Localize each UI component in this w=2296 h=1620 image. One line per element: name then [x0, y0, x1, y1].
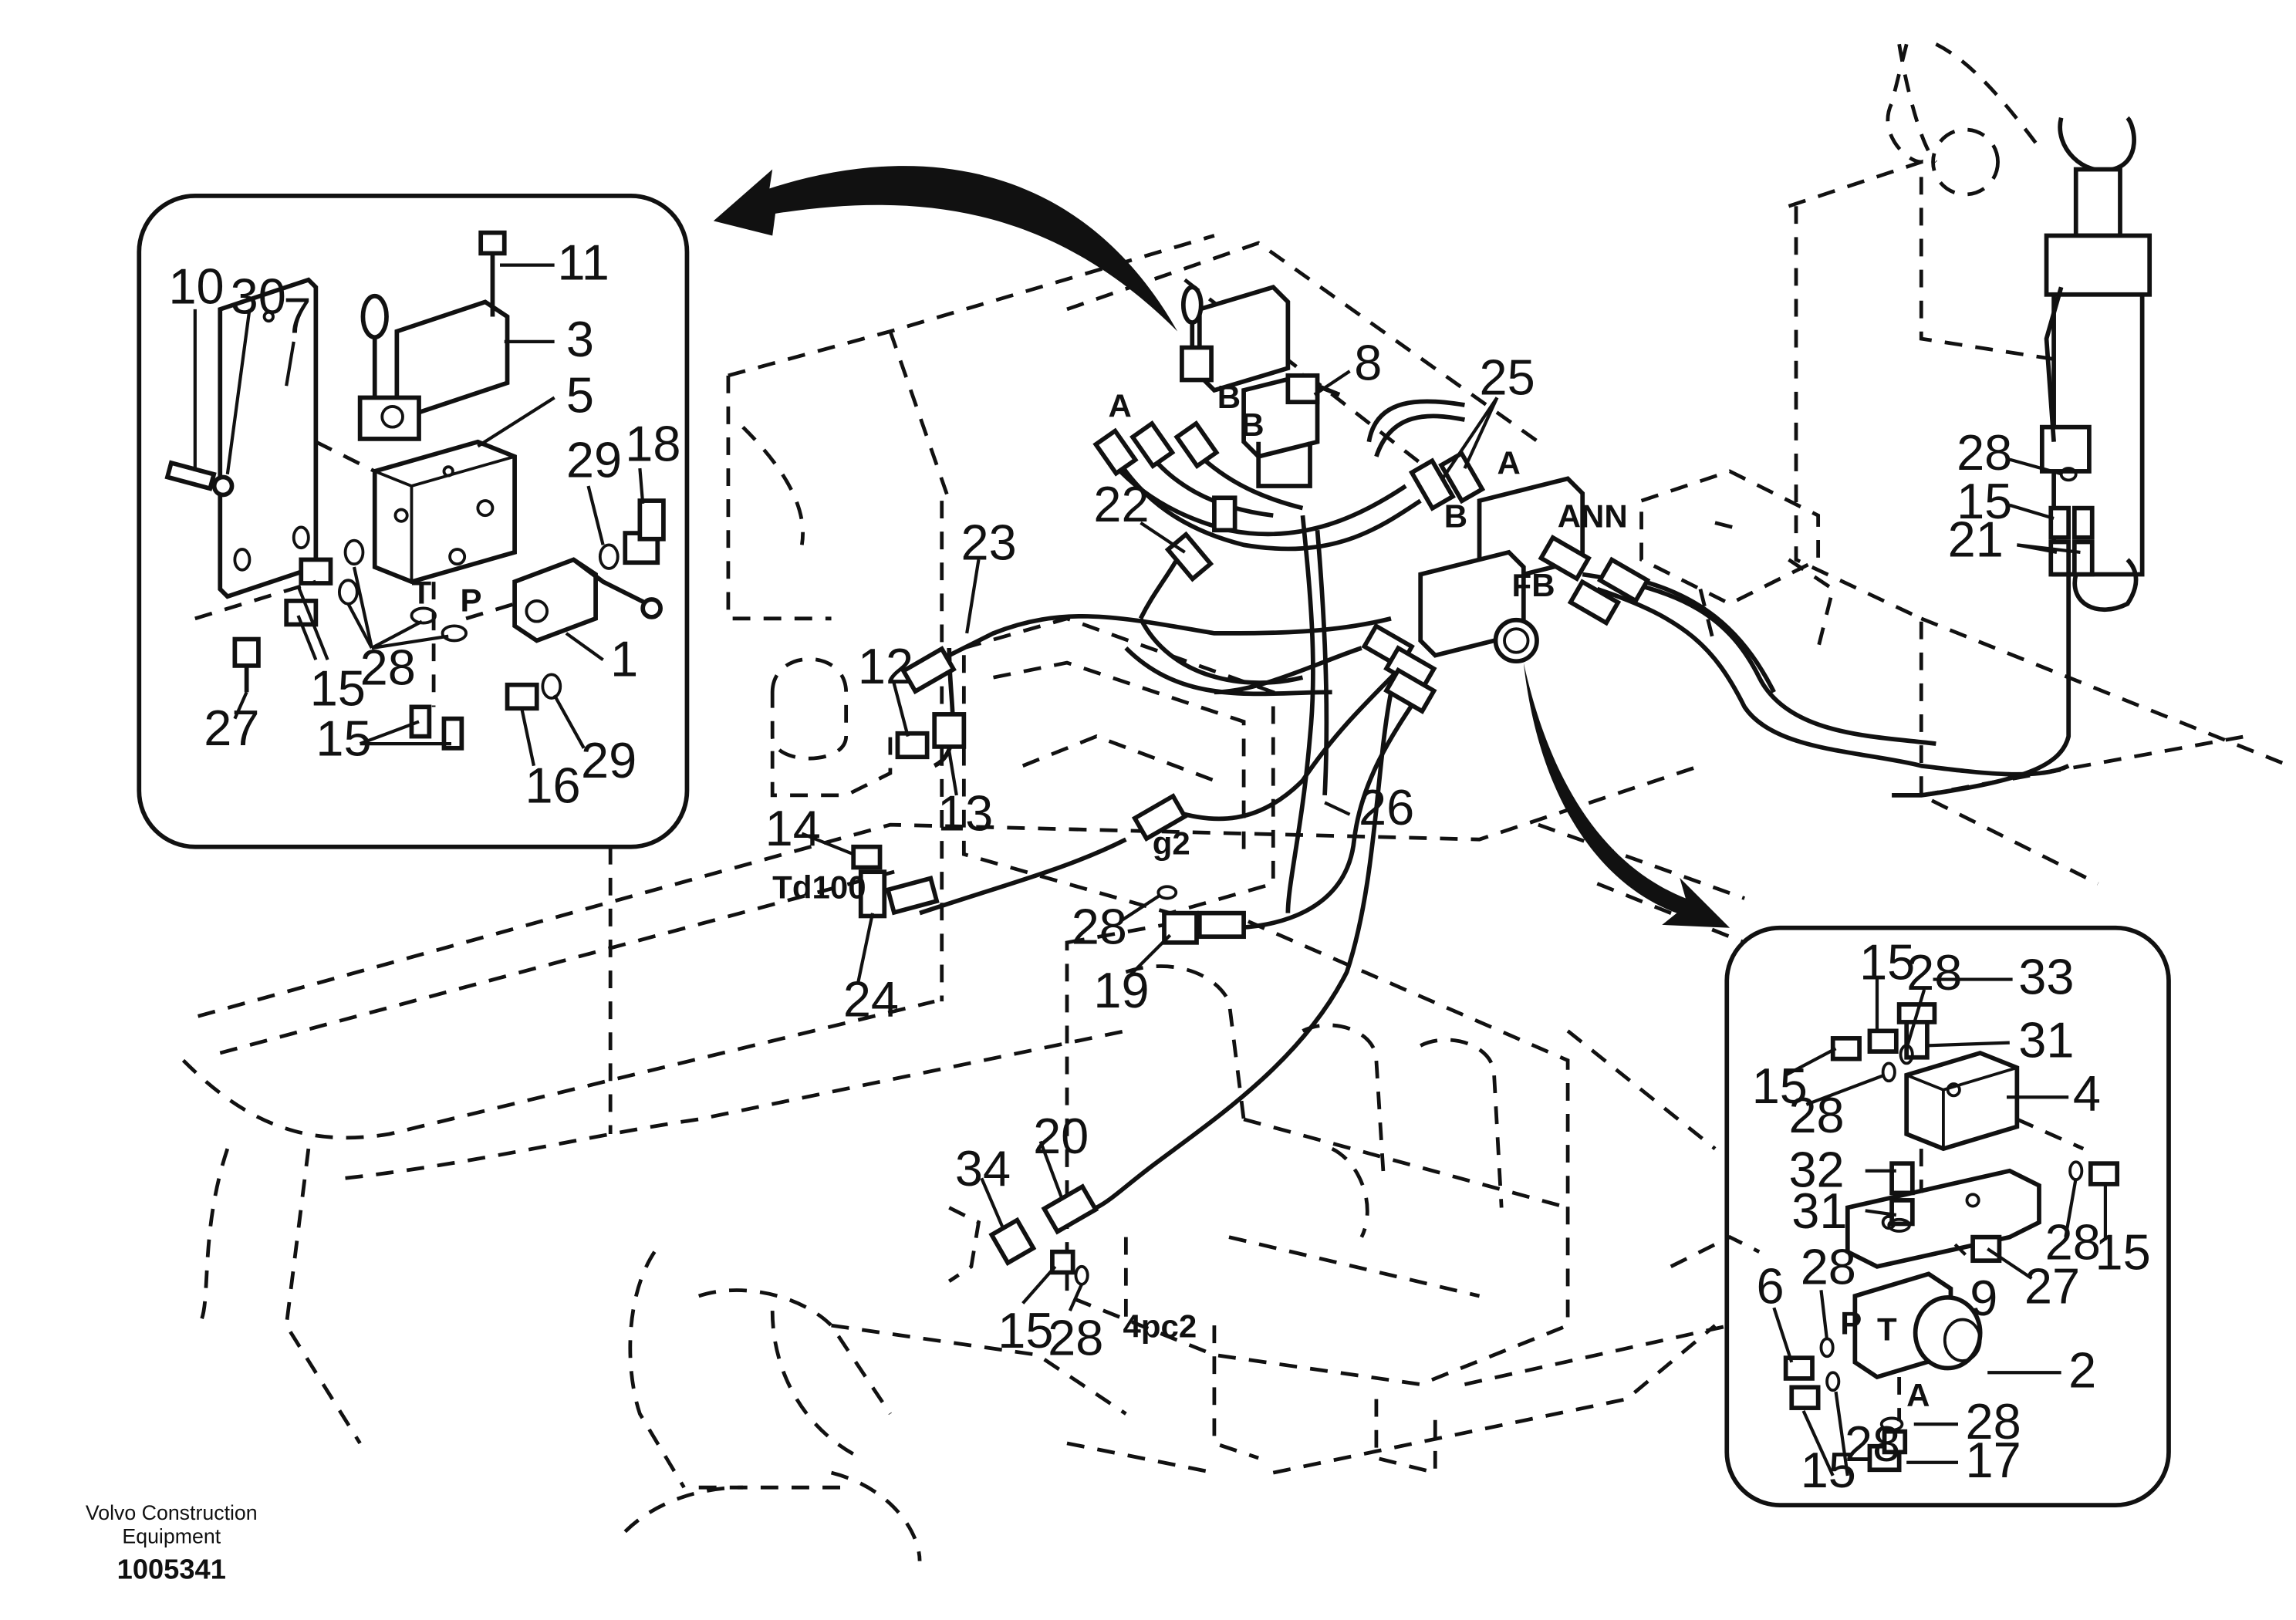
- callout: 28: [1845, 1416, 1900, 1472]
- callout: 20: [1033, 1108, 1089, 1164]
- callout: 25: [1480, 349, 1535, 406]
- port-label: FB: [1512, 567, 1555, 603]
- callout: 13: [937, 785, 993, 842]
- port-label: B: [1217, 379, 1241, 415]
- callout: 28: [1788, 1087, 1844, 1143]
- port-label: ANN: [1558, 498, 1628, 534]
- port-label: P: [1840, 1305, 1862, 1342]
- callout: 31: [2018, 1012, 2074, 1068]
- port-label: A: [1108, 387, 1131, 424]
- callout: 28: [1966, 1393, 2021, 1450]
- callout: 15: [316, 710, 371, 766]
- callout: 6: [1756, 1258, 1784, 1315]
- callout: 15: [1801, 1442, 1856, 1498]
- callouts-right-inset: 15 28 33 31 15 28 4 32 31 28 15 6 28 9 2…: [1752, 934, 2151, 1499]
- top-valve-group: [1180, 285, 1341, 488]
- callout: 4: [2073, 1065, 2101, 1121]
- hose-assemblies: [919, 399, 2070, 1210]
- port-label: T: [411, 575, 431, 611]
- callout: 33: [2018, 949, 2074, 1005]
- callout: 28: [1048, 1309, 1103, 1365]
- callout: 1: [610, 630, 638, 687]
- callout: 27: [204, 700, 259, 756]
- port-label: A: [1497, 445, 1520, 481]
- callout: 7: [283, 287, 311, 343]
- company-name: Volvo Construction: [86, 1501, 258, 1524]
- callout: 15: [310, 660, 366, 716]
- callout: 18: [625, 416, 680, 472]
- callout: 10: [168, 258, 224, 314]
- callout: 15: [998, 1302, 1053, 1358]
- port-label: B: [1444, 498, 1467, 534]
- callout: 9: [1970, 1270, 1997, 1326]
- callout: 2: [2068, 1342, 2096, 1398]
- callout: 14: [765, 800, 821, 856]
- callout: 15: [1859, 934, 1915, 991]
- callout: 22: [1093, 476, 1149, 532]
- callout: 21: [1948, 511, 2004, 568]
- callout: 34: [955, 1140, 1011, 1196]
- hose-fittings: [851, 420, 2095, 1286]
- callout: 16: [525, 757, 580, 813]
- company-name-line2: Equipment: [122, 1525, 221, 1548]
- port-label: g2: [1153, 825, 1190, 861]
- port-label: A: [1906, 1377, 1930, 1413]
- callout: 5: [566, 367, 594, 424]
- callout: 24: [843, 970, 899, 1027]
- callout: 28: [2045, 1213, 2101, 1270]
- callout: 3: [566, 311, 594, 367]
- port-label: T: [1877, 1311, 1897, 1347]
- leader-lines: [193, 263, 2108, 1477]
- port-labels: A B B A B ANN FB g2 Td100 4pc2 T P P T A: [411, 379, 1930, 1413]
- accumulator: [770, 657, 893, 798]
- pointer-arrows: [713, 166, 1730, 928]
- callout: 15: [2095, 1224, 2151, 1281]
- callout: 29: [566, 432, 622, 488]
- callout: 31: [1791, 1183, 1847, 1239]
- port-label: P: [460, 582, 481, 618]
- callout: 28: [1801, 1239, 1856, 1295]
- callout: 32: [1788, 1142, 1844, 1198]
- callouts-left-inset: 10 30 7 11 3 5 29 18 15 28 1 27 15 16 29: [168, 235, 680, 814]
- callout: 8: [1354, 335, 1382, 391]
- callout: 17: [1966, 1432, 2021, 1488]
- callout: 28: [1957, 424, 2012, 481]
- callout: 12: [858, 638, 913, 694]
- callout: 28: [1072, 899, 1127, 955]
- callout: 23: [961, 514, 1017, 570]
- callout: 28: [1906, 944, 1962, 1001]
- callout: 15: [1752, 1058, 1808, 1114]
- right-inset-panel: [1724, 925, 2171, 1507]
- callout: 27: [2024, 1258, 2080, 1315]
- machine-frame-outline: [181, 42, 2291, 1561]
- callout: 11: [557, 235, 609, 291]
- port-label: 4pc2: [1123, 1308, 1197, 1344]
- callout: 15: [1957, 473, 2012, 529]
- callout: 26: [1359, 779, 1414, 835]
- port-label: B: [1241, 407, 1264, 443]
- boom-cylinder-outline: [1892, 43, 2152, 798]
- drawing-number: 1005341: [117, 1554, 226, 1585]
- port-label: Td100: [772, 869, 866, 906]
- control-valve-block: [961, 616, 1570, 1476]
- callouts-main: 25 8 22 23 12 13 14 24 28 19 26 20 34 15…: [765, 335, 2013, 1366]
- callout: 28: [360, 640, 416, 696]
- footer: Volvo Construction Equipment 1005341: [86, 1501, 258, 1585]
- callout: 29: [581, 732, 636, 788]
- callout: 30: [231, 268, 286, 325]
- callout: 19: [1093, 962, 1149, 1018]
